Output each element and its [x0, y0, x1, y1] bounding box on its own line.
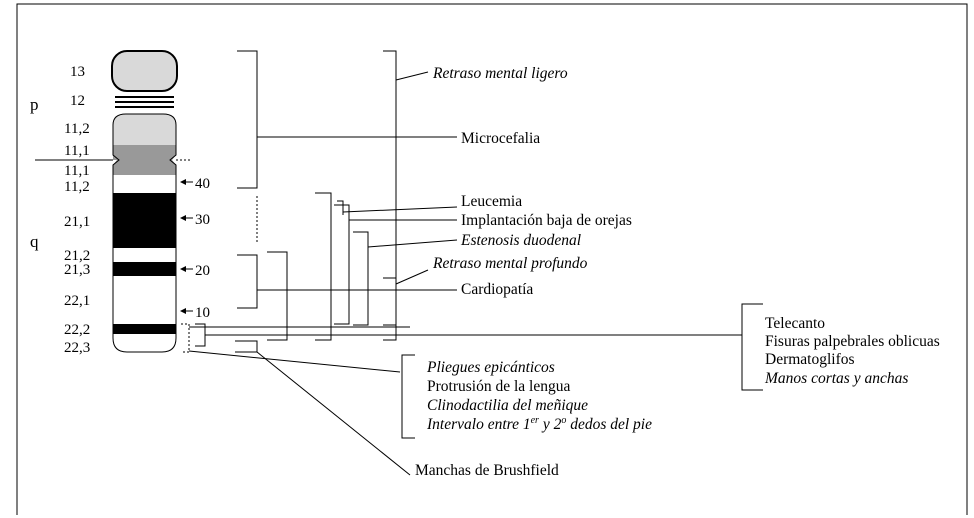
- leader-leucemia: [342, 206, 458, 213]
- trait-manos: Manos cortas y anchas: [764, 370, 908, 387]
- band-label: 21,1: [64, 214, 90, 230]
- band-label: 21,3: [64, 262, 90, 278]
- trait-retraso-profundo: Retraso mental profundo: [432, 255, 588, 272]
- bracket-nested: [334, 204, 350, 325]
- trait-clinodactilia: Clinodactilia del meñique: [427, 397, 588, 414]
- dotted-bracket: [181, 323, 190, 353]
- band-label: 11,2: [64, 121, 90, 137]
- marker-30: 30: [180, 212, 210, 228]
- bracket-nested: [267, 251, 288, 341]
- band-q21-1: [113, 193, 176, 248]
- trait-intervalo: Intervalo entre 1er y 2o dedos del pie: [426, 415, 652, 433]
- svg-text:40: 40: [195, 176, 210, 192]
- trait-estenosis: Estenosis duodenal: [460, 232, 581, 249]
- trait-microcefalia: Microcefalia: [461, 130, 540, 147]
- trait-implantacion: Implantación baja de orejas: [461, 212, 632, 229]
- trait-leucemia: Leucemia: [461, 193, 522, 210]
- bracket-cardiopatia: [237, 254, 258, 309]
- trait-retraso-ligero: Retraso mental ligero: [432, 65, 568, 82]
- band-label: 11,1: [64, 163, 90, 179]
- leader-pliegues: [188, 350, 401, 373]
- leader-retraso-ligero: [395, 71, 429, 81]
- trait-dermatoglifos: Dermatoglifos: [765, 351, 855, 368]
- arrow-left-icon: [180, 266, 186, 272]
- bracket-pliegues-group: [401, 354, 415, 439]
- band-q11-1: [113, 160, 176, 175]
- arrow-left-icon: [180, 308, 186, 314]
- band-label: 11,2: [64, 179, 90, 195]
- band-p11-2: [113, 114, 176, 145]
- trait-manchas: Manchas de Brushfield: [415, 462, 559, 479]
- leader-manchas: [256, 351, 411, 476]
- arm-q-label: q: [30, 232, 39, 251]
- band-label: 11,1: [64, 143, 90, 159]
- svg-text:30: 30: [195, 212, 210, 228]
- band-label: 22,2: [64, 322, 90, 338]
- arrow-left-icon: [180, 215, 186, 221]
- chromosome-ideogram: [111, 50, 178, 353]
- svg-text:20: 20: [195, 263, 210, 279]
- chromosome-outline: [112, 113, 177, 353]
- leader-estenosis: [367, 239, 458, 248]
- bracket-leucemia: [337, 200, 344, 215]
- marker-10: 10: [180, 305, 210, 321]
- band-label: 22,3: [64, 340, 90, 356]
- band-label: 13: [70, 64, 85, 80]
- trait-telecanto: Telecanto: [765, 315, 825, 332]
- arrow-left-icon: [180, 179, 186, 185]
- band-p13: [111, 50, 178, 92]
- band-label: 22,1: [64, 293, 90, 309]
- arm-p-label: p: [30, 95, 39, 114]
- bracket-telecanto-group: [741, 303, 763, 391]
- bracket-retraso-profundo: [383, 277, 397, 341]
- bracket-bottom: [235, 340, 258, 353]
- region-brackets: [181, 50, 763, 476]
- bracket-nested: [315, 192, 332, 341]
- band-label: 21,2: [64, 248, 90, 264]
- trait-cardiopatia: Cardiopatía: [461, 281, 533, 298]
- band-q22-2: [113, 324, 176, 334]
- marker-20: 20: [180, 263, 210, 279]
- band-label: 12: [70, 93, 85, 109]
- band-p11-1: [113, 145, 176, 160]
- marker-40: 40: [180, 176, 210, 192]
- bracket-retraso-ligero: [383, 50, 397, 326]
- leader-retraso-profundo: [395, 269, 429, 285]
- trait-pliegues: Pliegues epicánticos: [426, 359, 555, 376]
- trait-protrusion: Protrusión de la lengua: [427, 378, 570, 395]
- svg-text:10: 10: [195, 305, 210, 321]
- bracket-microcefalia: [237, 50, 258, 189]
- figure-frame: [16, 3, 968, 515]
- trait-fisuras: Fisuras palpebrales oblicuas: [765, 333, 940, 350]
- band-q21-3: [113, 262, 176, 276]
- bracket-estenosis: [353, 231, 369, 326]
